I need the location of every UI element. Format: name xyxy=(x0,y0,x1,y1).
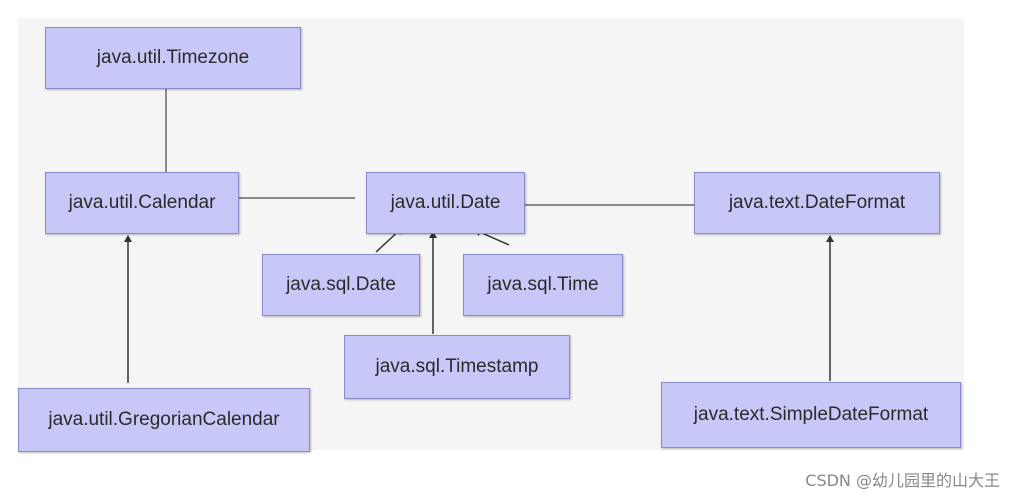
node-timezone-label: java.util.Timezone xyxy=(96,47,250,68)
node-calendar-label: java.util.Calendar xyxy=(68,192,216,213)
node-sqldate: java.sql.Date xyxy=(262,254,420,316)
node-gregorian: java.util.GregorianCalendar xyxy=(18,388,310,452)
node-simpledateformat: java.text.SimpleDateFormat xyxy=(661,382,961,448)
node-timestamp: java.sql.Timestamp xyxy=(344,335,570,399)
watermark: CSDN @幼儿园里的山大王 xyxy=(805,471,1000,490)
node-simpledateformat-label: java.text.SimpleDateFormat xyxy=(693,404,929,425)
node-sqltime-label: java.sql.Time xyxy=(487,274,599,295)
node-sqldate-label: java.sql.Date xyxy=(286,274,396,295)
node-timestamp-label: java.sql.Timestamp xyxy=(375,356,539,377)
node-date: java.util.Date xyxy=(366,172,525,234)
node-sqltime: java.sql.Time xyxy=(463,254,623,316)
node-dateformat-label: java.text.DateFormat xyxy=(728,192,906,213)
node-calendar: java.util.Calendar xyxy=(45,172,239,234)
node-dateformat: java.text.DateFormat xyxy=(694,172,940,234)
node-timezone: java.util.Timezone xyxy=(45,27,301,89)
node-date-label: java.util.Date xyxy=(390,192,501,213)
node-gregorian-label: java.util.GregorianCalendar xyxy=(48,409,280,430)
